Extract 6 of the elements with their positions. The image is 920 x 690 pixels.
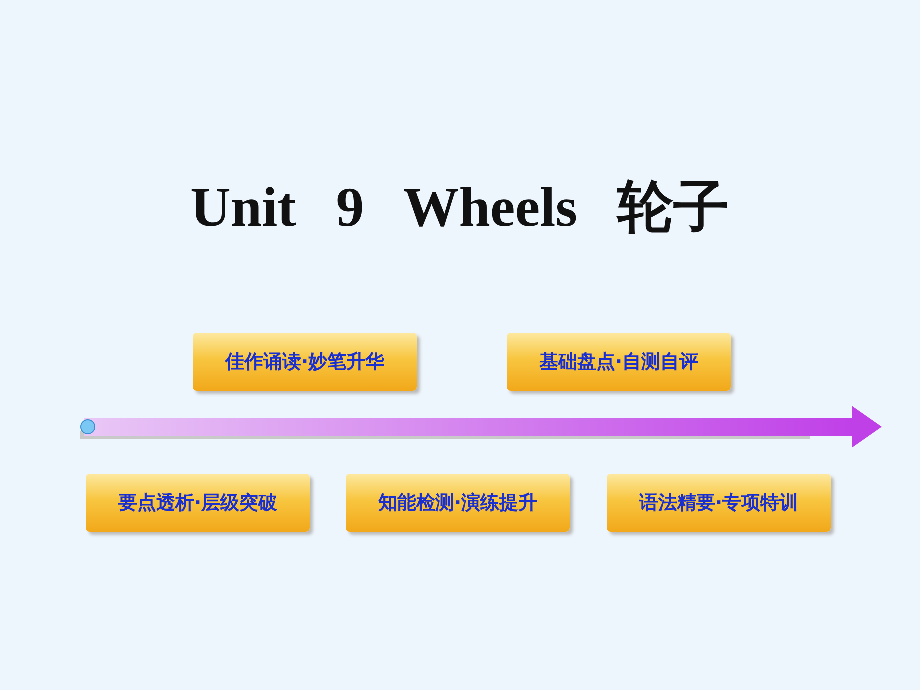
section-button: 知能检测·演练提升	[346, 474, 570, 532]
section-button: 基础盘点·自测自评	[507, 333, 731, 391]
slide-title: Unit 9 Wheels 轮子	[190, 176, 730, 241]
section-button: 要点透析·层级突破	[86, 474, 310, 532]
section-button: 佳作诵读·妙笔升华	[193, 333, 417, 391]
section-button: 语法精要·专项特训	[607, 474, 831, 532]
